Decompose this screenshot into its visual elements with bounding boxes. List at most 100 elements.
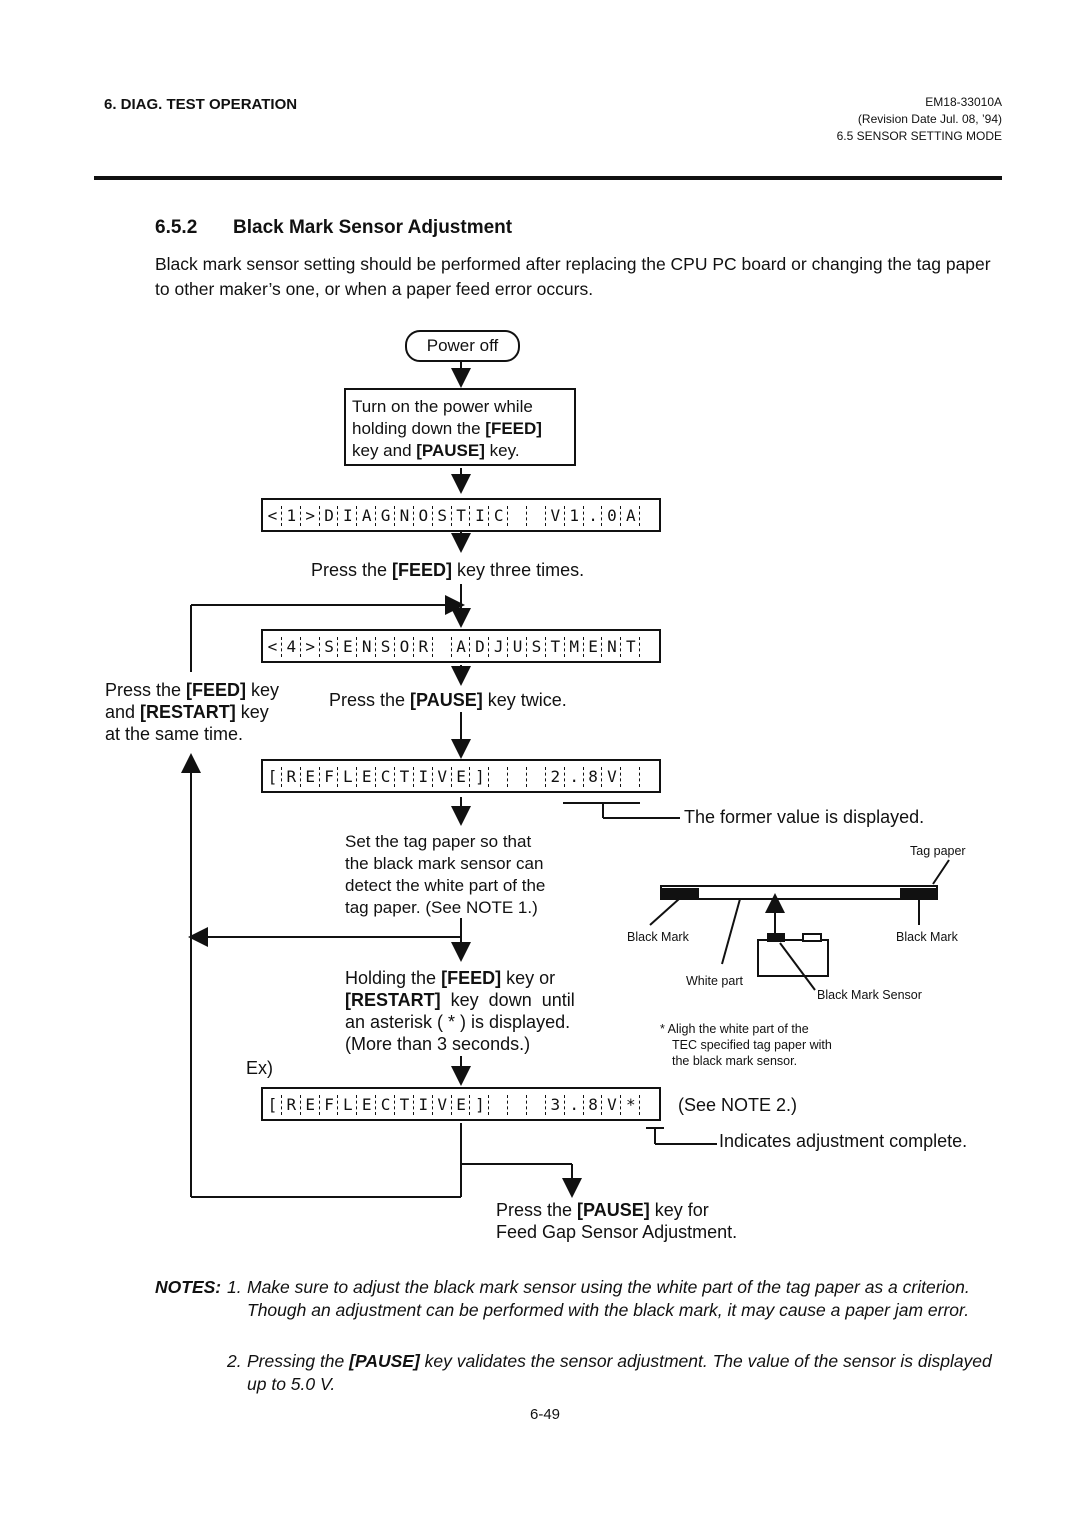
lcd-char: V: [431, 1089, 452, 1119]
header-rule: [94, 176, 1002, 180]
lcd-char: [639, 631, 659, 661]
notes-label: NOTES:: [155, 1277, 222, 1297]
step1-line2: holding down the [FEED]: [352, 418, 574, 440]
header-meta: EM18-33010A (Revision Date Jul. 08, ’94)…: [837, 94, 1002, 145]
section-number: 6.5.2: [155, 217, 198, 238]
text: Press the: [105, 680, 187, 700]
see-note-2: (See NOTE 2.): [678, 1095, 798, 1115]
lcd-char: G: [375, 500, 395, 530]
lcd-char: 1: [563, 500, 584, 530]
note-text: key validates the sensor adjustment. The…: [247, 1351, 992, 1394]
set-tag-line: the black mark sensor can: [345, 854, 544, 873]
lcd-char: [507, 500, 527, 530]
lcd-char: R: [280, 1089, 301, 1119]
lcd-char: L: [337, 761, 357, 791]
doc-number: EM18-33010A: [925, 95, 1002, 109]
lcd-char: [488, 761, 508, 791]
lcd-char: E: [356, 1089, 376, 1119]
example-label: Ex): [246, 1058, 273, 1078]
lcd-char: ]: [469, 1089, 489, 1119]
set-tag-line: Set the tag paper so that: [345, 832, 532, 851]
lcd-char: C: [488, 500, 508, 530]
lcd-char: T: [394, 1089, 414, 1119]
note-text: Make sure to adjust the black mark senso…: [247, 1277, 970, 1320]
lcd-char: C: [375, 761, 395, 791]
step1-text: key and: [352, 441, 417, 460]
caption-line: TEC specified tag paper with: [672, 1038, 832, 1052]
set-tag-line: tag paper. (See NOTE 1.): [345, 898, 538, 917]
adjustment-complete-note: Indicates adjustment complete.: [719, 1131, 968, 1151]
lcd-char: *: [620, 1089, 640, 1119]
hold-line3: an asterisk ( * ) is displayed.: [345, 1012, 571, 1032]
lcd-char: [: [267, 766, 278, 786]
lcd-char: <: [267, 636, 278, 656]
lcd-char: .: [582, 500, 603, 530]
step1-text: holding down the: [352, 419, 486, 438]
lcd-char: U: [507, 631, 527, 661]
lcd-char: F: [318, 761, 339, 791]
lcd-char: I: [412, 761, 433, 791]
lcd-char: J: [488, 631, 508, 661]
feed-key-label: [FEED]: [392, 560, 453, 580]
lcd-char: E: [337, 631, 357, 661]
lcd-char: I: [412, 1089, 433, 1119]
lcd-char: V: [601, 1089, 621, 1119]
text: Press the: [329, 690, 411, 710]
hold-key-step: Holding the [FEED] key or [RESTART] key …: [345, 967, 605, 1055]
lcd-char: N: [394, 500, 414, 530]
lcd-char: <: [267, 505, 278, 525]
text: key three times.: [452, 560, 585, 580]
lcd-char: C: [375, 1089, 395, 1119]
power-on-step-box: Turn on the power while holding down the…: [344, 388, 576, 466]
lcd-char: 3: [544, 1089, 565, 1119]
lcd-char: E: [450, 1089, 471, 1119]
lcd-char: .: [563, 1089, 584, 1119]
white-part-label: White part: [686, 974, 743, 988]
tag-paper-label: Tag paper: [910, 844, 966, 858]
lcd-char: [639, 500, 659, 530]
lcd-char: N: [601, 631, 621, 661]
press-feed-three-times: Press the [FEED] key three times.: [311, 559, 584, 581]
lcd-char: A: [356, 500, 376, 530]
lcd-char: O: [412, 500, 433, 530]
intro-paragraph: Black mark sensor setting should be perf…: [155, 254, 991, 299]
lcd-char: S: [318, 631, 339, 661]
side-line3: at the same time.: [105, 724, 244, 744]
header-section: 6. DIAG. TEST OPERATION: [104, 96, 298, 113]
pause-key-label: [PAUSE]: [416, 441, 485, 460]
text: Press the: [311, 560, 393, 580]
lcd-char: S: [431, 500, 452, 530]
text: and: [105, 702, 141, 722]
pause-key-label: [PAUSE]: [349, 1351, 420, 1371]
section-title: 6.5.2 Black Mark Sensor Adjustment: [155, 217, 512, 239]
section-heading: Black Mark Sensor Adjustment: [233, 217, 513, 238]
caption-line: the black mark sensor.: [672, 1054, 798, 1068]
note-text: Pressing the: [247, 1351, 350, 1371]
revision-date: (Revision Date Jul. 08, ’94): [857, 112, 1002, 126]
black-mark-left-label: Black Mark: [627, 930, 689, 944]
lcd-char: T: [544, 631, 565, 661]
lcd-char: A: [450, 631, 471, 661]
step1-line3: key and [PAUSE] key.: [352, 440, 574, 462]
lcd-char: [526, 761, 546, 791]
lcd-char: M: [563, 631, 584, 661]
lcd-char: V: [601, 761, 621, 791]
side-instruction: Press the [FEED] key and [RESTART] key a…: [105, 679, 279, 745]
lcd-char: R: [280, 761, 301, 791]
lcd-char: [507, 761, 527, 791]
lcd-char: R: [412, 631, 433, 661]
lcd-char: A: [620, 500, 640, 530]
lcd-char: 0: [601, 500, 621, 530]
note-2: 2. Pressing the [PAUSE] key validates th…: [227, 1350, 992, 1396]
lcd-char: V: [544, 500, 565, 530]
lcd-char: I: [469, 500, 489, 530]
power-off-box: Power off: [405, 330, 520, 362]
lcd-char: ]: [469, 761, 489, 791]
step1-line1: Turn on the power while: [352, 397, 533, 416]
former-value-note: The former value is displayed.: [684, 807, 925, 827]
text: Press the: [496, 1200, 578, 1220]
